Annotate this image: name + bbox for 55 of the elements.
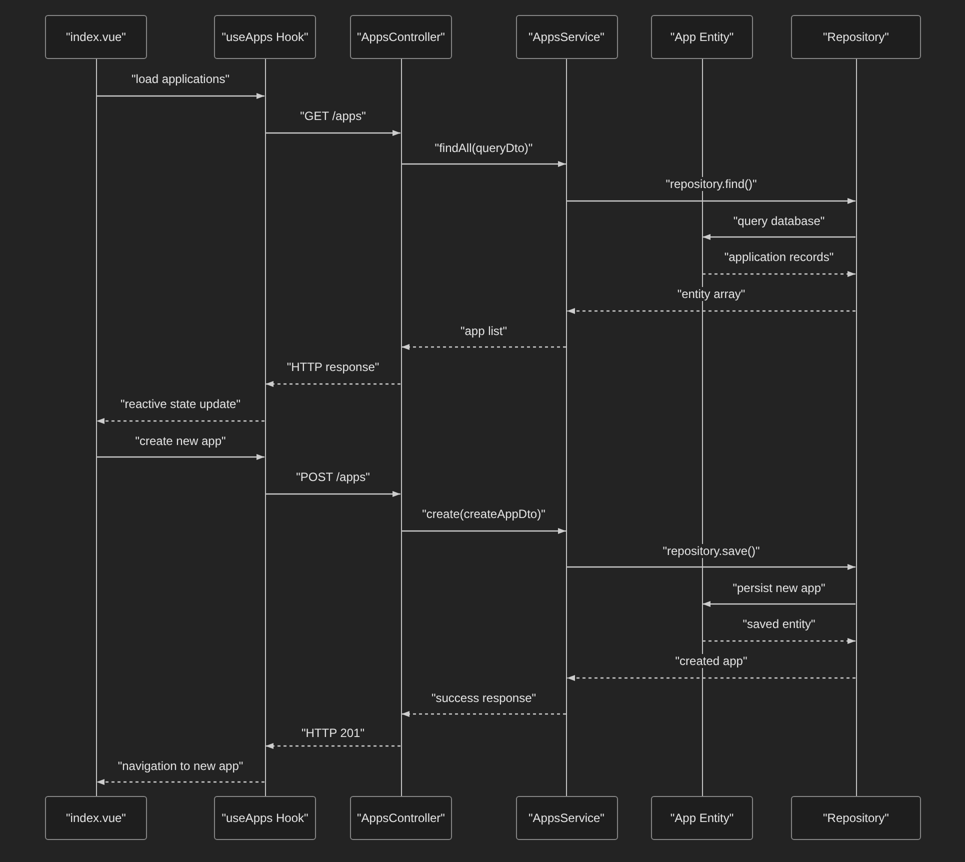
participant-box: "Repository" <box>791 796 921 840</box>
edge-label: "HTTP 201" <box>300 726 366 740</box>
edge-label: "created app" <box>673 654 750 668</box>
participant-box: "AppsService" <box>516 796 618 840</box>
lifeline <box>400 59 402 796</box>
arrow <box>266 130 400 136</box>
edge-label: "repository.save()" <box>660 544 762 558</box>
participant-box: "index.vue" <box>45 15 147 59</box>
dashed-arrow <box>96 418 264 424</box>
arrow <box>567 564 856 570</box>
arrow <box>567 198 856 204</box>
lifeline <box>264 59 266 796</box>
participant-box: "Repository" <box>791 15 921 59</box>
participant-box: "useApps Hook" <box>214 796 316 840</box>
participant-box: "App Entity" <box>651 796 753 840</box>
dashed-arrow <box>402 711 566 717</box>
participant-box: "App Entity" <box>651 15 753 59</box>
edge-label: "POST /apps" <box>294 470 372 484</box>
dashed-arrow <box>266 743 400 749</box>
participant-box: "useApps Hook" <box>214 15 316 59</box>
arrow <box>96 454 264 460</box>
dashed-arrow <box>402 344 566 350</box>
dashed-arrow <box>702 271 856 277</box>
edge-label: "create new app" <box>133 434 228 448</box>
edge-label: "navigation to new app" <box>116 759 246 773</box>
edge-label: "query database" <box>731 214 827 228</box>
edge-label: "GET /apps" <box>298 109 368 123</box>
participant-box: "AppsController" <box>350 15 452 59</box>
edge-label: "HTTP response" <box>284 360 382 374</box>
edge-label: "reactive state update" <box>118 397 242 411</box>
edge-label: "load applications" <box>130 72 232 86</box>
dashed-arrow <box>567 675 856 681</box>
edge-label: "app list" <box>458 324 510 338</box>
edge-label: "entity array" <box>675 287 748 301</box>
dashed-arrow <box>96 779 264 785</box>
edge-label: "success response" <box>429 691 538 705</box>
arrow <box>702 234 856 240</box>
participant-box: "AppsService" <box>516 15 618 59</box>
arrow <box>266 491 400 497</box>
arrow <box>402 528 566 534</box>
edge-label: "repository.find()" <box>664 177 759 191</box>
edge-label: "persist new app" <box>730 581 828 595</box>
participant-box: "AppsController" <box>350 796 452 840</box>
edge-label: "saved entity" <box>740 617 818 631</box>
arrow <box>402 161 566 167</box>
participant-box: "index.vue" <box>45 796 147 840</box>
dashed-arrow <box>567 308 856 314</box>
arrow <box>96 93 264 99</box>
arrow <box>702 601 856 607</box>
edge-label: "findAll(queryDto)" <box>432 141 535 155</box>
edge-label: "create(createAppDto)" <box>420 507 548 521</box>
dashed-arrow <box>266 381 400 387</box>
dashed-arrow <box>702 638 856 644</box>
lifeline <box>566 59 567 796</box>
edge-label: "application records" <box>722 250 836 264</box>
